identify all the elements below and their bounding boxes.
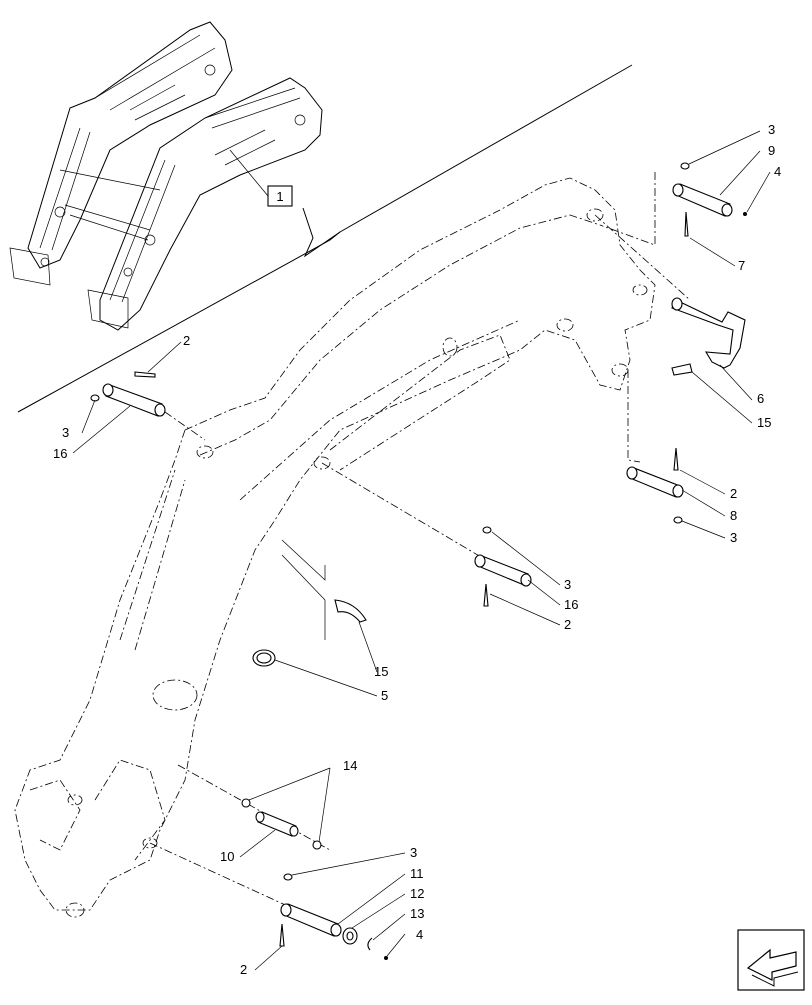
part-lock-pin-6 xyxy=(671,297,746,369)
ring-14b xyxy=(312,840,322,850)
callout-15: 15 xyxy=(374,664,388,679)
part-pin-16b xyxy=(474,554,532,587)
ring-14a xyxy=(241,798,251,808)
bolt-2c xyxy=(483,583,489,607)
callout-3: 3 xyxy=(730,530,737,545)
callout-12: 12 xyxy=(410,886,424,901)
nut-3e xyxy=(283,873,293,881)
callout-16: 16 xyxy=(564,597,578,612)
loader-arm-outline xyxy=(14,177,656,918)
clip-15b xyxy=(334,599,367,623)
washer-12 xyxy=(342,927,358,945)
callout-3: 3 xyxy=(410,845,417,860)
arrow-icon[interactable] xyxy=(737,929,805,991)
part-pin-16a xyxy=(102,383,166,417)
nut-3d xyxy=(482,526,492,534)
bolt-2d xyxy=(279,923,285,947)
callout-2: 2 xyxy=(183,333,190,348)
part-pin-9 xyxy=(672,183,733,217)
bolt-2a xyxy=(673,447,679,471)
nut-3c xyxy=(90,394,100,402)
callout-9: 9 xyxy=(768,143,775,158)
callout-3: 3 xyxy=(62,425,69,440)
callout-15: 15 xyxy=(757,415,771,430)
bolt-2b xyxy=(134,371,156,378)
callout-6: 6 xyxy=(757,391,764,406)
callout-7: 7 xyxy=(738,258,745,273)
separator-line xyxy=(17,64,633,413)
callout-16: 16 xyxy=(53,446,67,461)
washer-4b xyxy=(384,956,388,960)
callout-labels: 3 9 4 7 6 15 2 8 3 2 3 16 3 16 2 15 5 14… xyxy=(53,122,781,977)
callout-2: 2 xyxy=(730,486,737,501)
callout-2: 2 xyxy=(564,617,571,632)
reference-leader xyxy=(229,149,269,197)
callout-4: 4 xyxy=(774,164,781,179)
washer-5 xyxy=(252,649,276,667)
callout-3: 3 xyxy=(564,577,571,592)
part-pin-8 xyxy=(626,466,684,498)
callout-13: 13 xyxy=(410,906,424,921)
ring-13 xyxy=(367,937,373,951)
callout-8: 8 xyxy=(730,508,737,523)
loader-overview xyxy=(9,21,323,331)
part-pin-10 xyxy=(255,811,299,837)
washer-4a xyxy=(743,212,747,216)
clip-15a xyxy=(671,363,693,376)
bolt-7 xyxy=(684,211,689,237)
callout-2: 2 xyxy=(240,962,247,977)
assembly-lines xyxy=(149,172,691,931)
callout-4: 4 xyxy=(416,927,423,942)
callout-14: 14 xyxy=(343,758,357,773)
callout-11: 11 xyxy=(410,866,424,881)
nut-3b xyxy=(673,516,683,524)
leader-lines xyxy=(72,130,771,971)
callout-5: 5 xyxy=(381,688,388,703)
callout-3: 3 xyxy=(768,122,775,137)
part-pin-11 xyxy=(280,903,342,937)
callout-10: 10 xyxy=(220,849,234,864)
nut-3a xyxy=(680,162,690,170)
reference-box-label: 1 xyxy=(276,189,283,204)
